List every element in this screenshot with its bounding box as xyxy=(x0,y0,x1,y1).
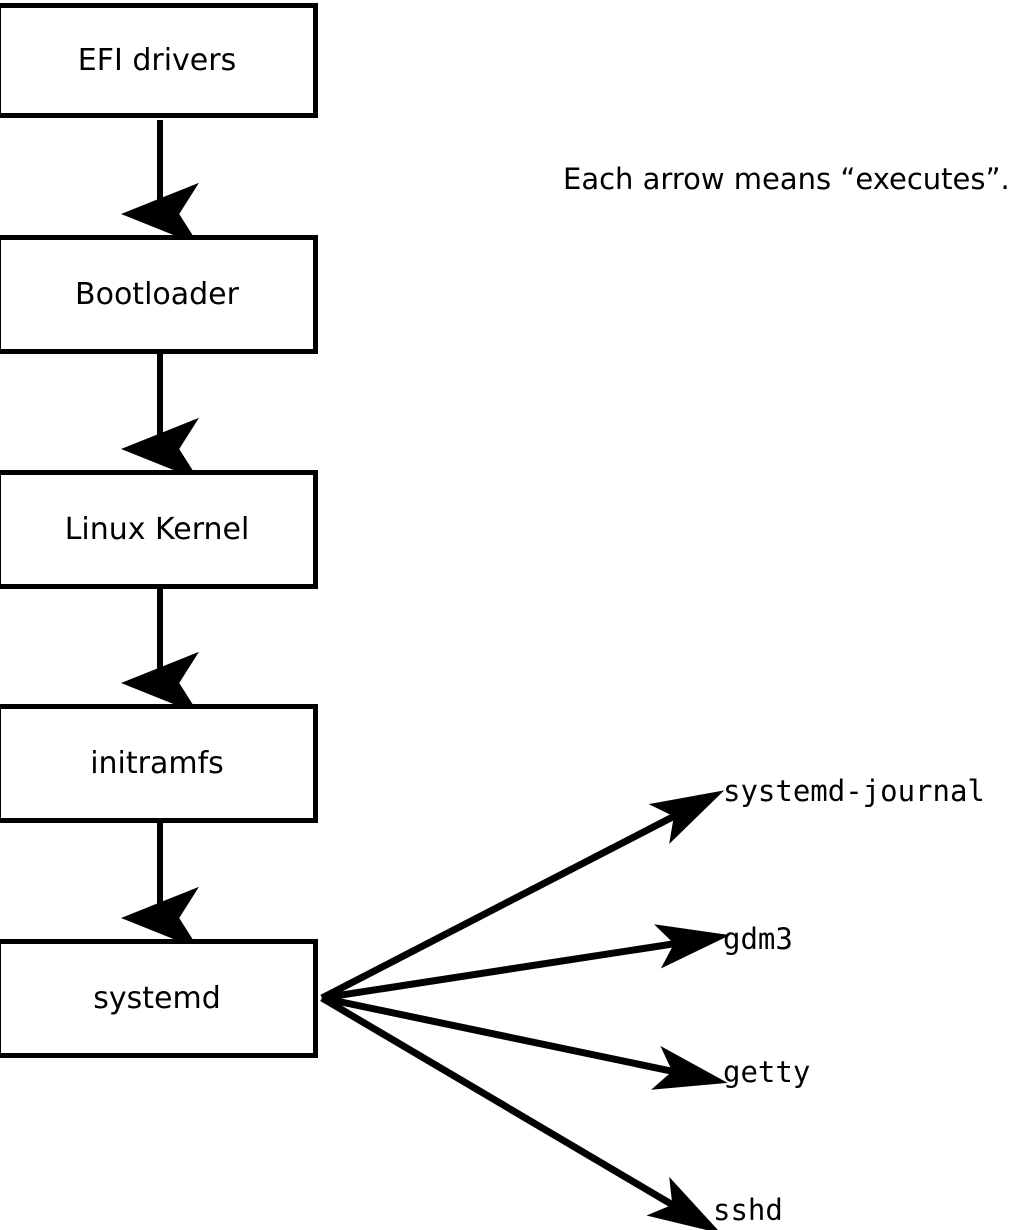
node-initramfs[interactable]: initramfs xyxy=(0,704,318,823)
node-efi-drivers[interactable]: EFI drivers xyxy=(0,3,318,118)
node-bootloader[interactable]: Bootloader xyxy=(0,235,318,354)
fanout-arrow-sshd xyxy=(320,994,722,1230)
node-label-initramfs: initramfs xyxy=(90,745,224,781)
leaf-label-systemd-journal[interactable]: systemd-journal xyxy=(723,774,985,808)
node-systemd[interactable]: systemd xyxy=(0,939,318,1058)
leaf-label-getty[interactable]: getty xyxy=(723,1055,811,1089)
node-label-efi-drivers: EFI drivers xyxy=(77,42,237,78)
fanout-arrow-gdm3 xyxy=(321,924,731,1002)
leaf-label-sshd[interactable]: sshd xyxy=(713,1193,783,1227)
node-label-linux-kernel: Linux Kernel xyxy=(64,511,250,547)
node-label-bootloader: Bootloader xyxy=(75,276,239,312)
fanout-arrow-systemd-journal xyxy=(320,790,725,1002)
leaf-label-gdm3[interactable]: gdm3 xyxy=(723,922,793,956)
diagram-caption: Each arrow means “executes”. xyxy=(563,162,1010,196)
node-linux-kernel[interactable]: Linux Kernel xyxy=(0,470,318,589)
node-label-systemd: systemd xyxy=(93,980,221,1016)
fanout-arrow-getty xyxy=(321,994,728,1090)
